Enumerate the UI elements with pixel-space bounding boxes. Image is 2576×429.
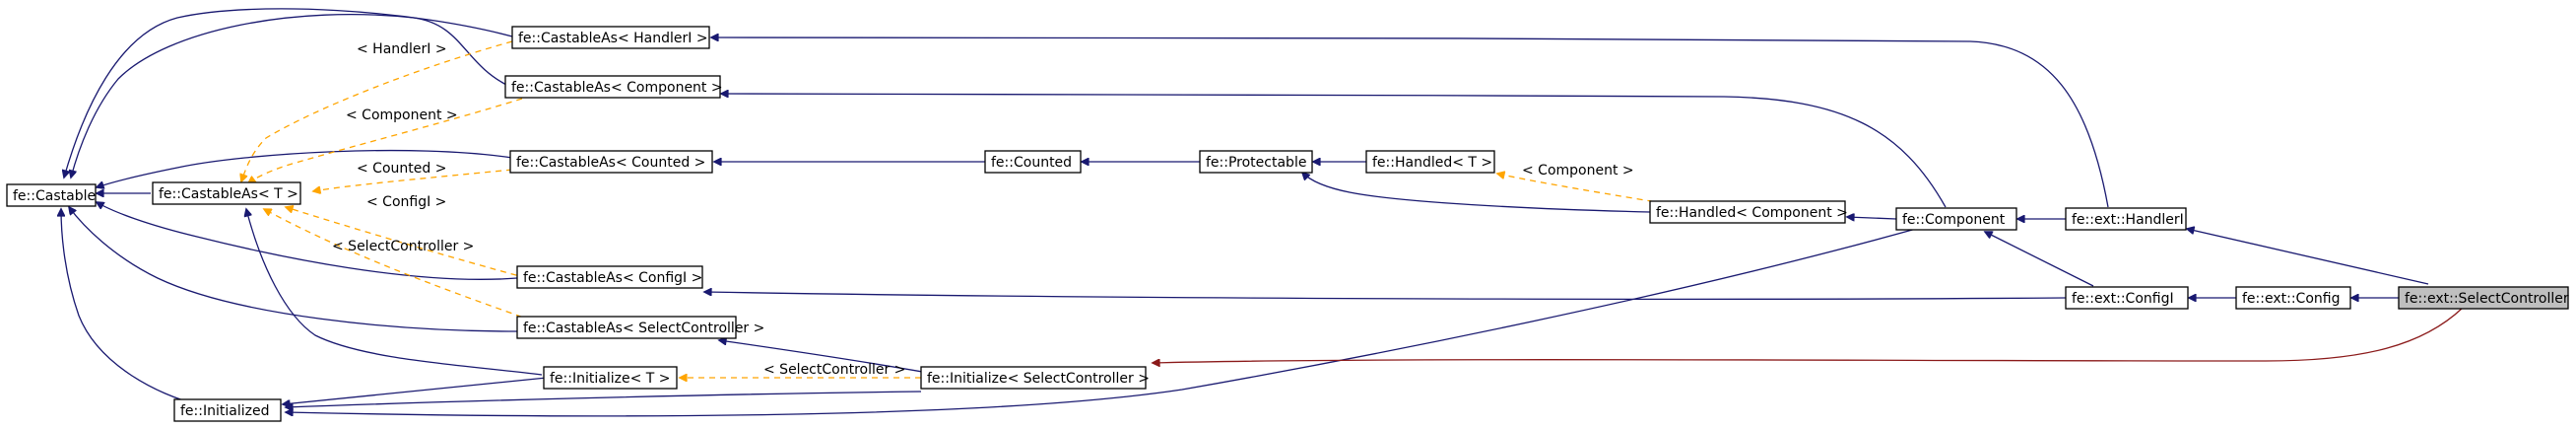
nodes: fe::Castable fe::CastableAs< T > fe::Cas… [6, 26, 2569, 422]
edge-selectcontroller-to-handleri [2187, 229, 2429, 285]
node-label: fe::CastableAs< Component > [511, 80, 723, 96]
edges [61, 8, 2464, 417]
node-label: fe::ext::Config [2242, 291, 2340, 307]
node-castable-as-selectcontroller[interactable]: fe::CastableAs< SelectController > [516, 316, 764, 339]
node-label: fe::Handled< T > [1372, 155, 1492, 171]
node-ext-handleri[interactable]: fe::ext::HandlerI [2065, 207, 2187, 231]
node-castable-as-handleri[interactable]: fe::CastableAs< HandlerI > [511, 26, 710, 49]
node-label: fe::Initialized [180, 403, 269, 419]
edge-configi-to-castable-as-configi [704, 292, 2067, 300]
node-label: fe::Handled< Component > [1656, 205, 1848, 221]
edge-label-counted: < Counted > [357, 161, 446, 177]
node-ext-config[interactable]: fe::ext::Config [2235, 286, 2351, 310]
edge-label-handleri: < HandlerI > [357, 41, 447, 57]
node-castable[interactable]: fe::Castable [6, 183, 97, 207]
node-counted[interactable]: fe::Counted [984, 150, 1082, 174]
edge-configi-to-component [1985, 232, 2094, 287]
node-label: fe::Component [1902, 212, 2006, 228]
node-label: fe::CastableAs< ConfigI > [523, 270, 702, 286]
edge-handleri-to-castable-as-handleri [711, 37, 2109, 208]
edge-castable-as-counted-to-castable [97, 149, 513, 187]
node-castable-as-component[interactable]: fe::CastableAs< Component > [504, 75, 723, 99]
node-handled-component[interactable]: fe::Handled< Component > [1649, 200, 1848, 224]
edge-component-to-initialized [286, 228, 1917, 417]
edge-tmpl-selectcontroller [264, 209, 533, 322]
node-label: fe::ext::SelectController [2405, 291, 2569, 307]
node-label: fe::CastableAs< HandlerI > [518, 31, 708, 46]
edge-component-to-handled-component [1847, 217, 1897, 219]
node-initialized[interactable]: fe::Initialized [173, 398, 282, 422]
edge-label-handled-component: < Component > [1522, 163, 1634, 179]
edge-selectcontroller-to-initialize-sc [1153, 307, 2464, 363]
edge-initialize-t-to-castable-as-t [246, 209, 543, 376]
node-label: fe::Initialize< T > [550, 371, 670, 387]
node-label: fe::ext::ConfigI [2072, 291, 2174, 307]
edge-handled-component-to-protectable [1302, 173, 1651, 213]
node-castable-as-t[interactable]: fe::CastableAs< T > [152, 181, 301, 205]
edge-tmpl-counted [313, 169, 513, 191]
node-label: fe::Castable [13, 188, 96, 204]
node-ext-configi[interactable]: fe::ext::ConfigI [2065, 286, 2189, 310]
node-initialize-t[interactable]: fe::Initialize< T > [543, 366, 678, 390]
edge-tmpl-handleri [241, 40, 513, 181]
edge-label-configi: < ConfigI > [366, 194, 446, 210]
edge-label-initialize-sc: < SelectController > [763, 362, 905, 378]
edge-castable-as-handleri-to-castable [64, 8, 513, 178]
edge-tmpl-component [248, 98, 523, 183]
node-label: fe::Counted [991, 155, 1072, 171]
node-label: fe::ext::HandlerI [2072, 212, 2184, 228]
node-castable-as-configi[interactable]: fe::CastableAs< ConfigI > [516, 265, 703, 289]
node-label: fe::Initialize< SelectController > [927, 371, 1150, 387]
edge-initialized-to-castable [61, 209, 198, 405]
edge-labels: < HandlerI > < Component > < Counted > <… [332, 41, 1634, 378]
edge-label-component: < Component > [346, 107, 458, 123]
edge-castable-as-component-to-castable [71, 13, 511, 178]
node-label: fe::CastableAs< T > [159, 186, 298, 202]
node-handled-t[interactable]: fe::Handled< T > [1365, 150, 1495, 174]
node-label: fe::CastableAs< SelectController > [523, 321, 764, 336]
edge-component-to-castable-as-component [721, 94, 1947, 208]
node-label: fe::CastableAs< Counted > [516, 155, 705, 171]
node-castable-as-counted[interactable]: fe::CastableAs< Counted > [509, 150, 713, 174]
node-component[interactable]: fe::Component [1895, 207, 2017, 231]
edge-label-selectcontroller: < SelectController > [332, 239, 474, 254]
node-ext-selectcontroller[interactable]: fe::ext::SelectController [2398, 286, 2569, 310]
node-protectable[interactable]: fe::Protectable [1199, 150, 1313, 174]
node-initialize-selectcontroller[interactable]: fe::Initialize< SelectController > [920, 366, 1150, 390]
edge-castable-as-configi-to-castable [97, 202, 518, 280]
node-label: fe::Protectable [1206, 155, 1306, 171]
edge-castable-as-selectcontroller-to-castable [69, 207, 518, 332]
edge-initialize-sc-to-initialized [286, 391, 922, 407]
edge-initialize-t-to-initialized [283, 377, 548, 404]
